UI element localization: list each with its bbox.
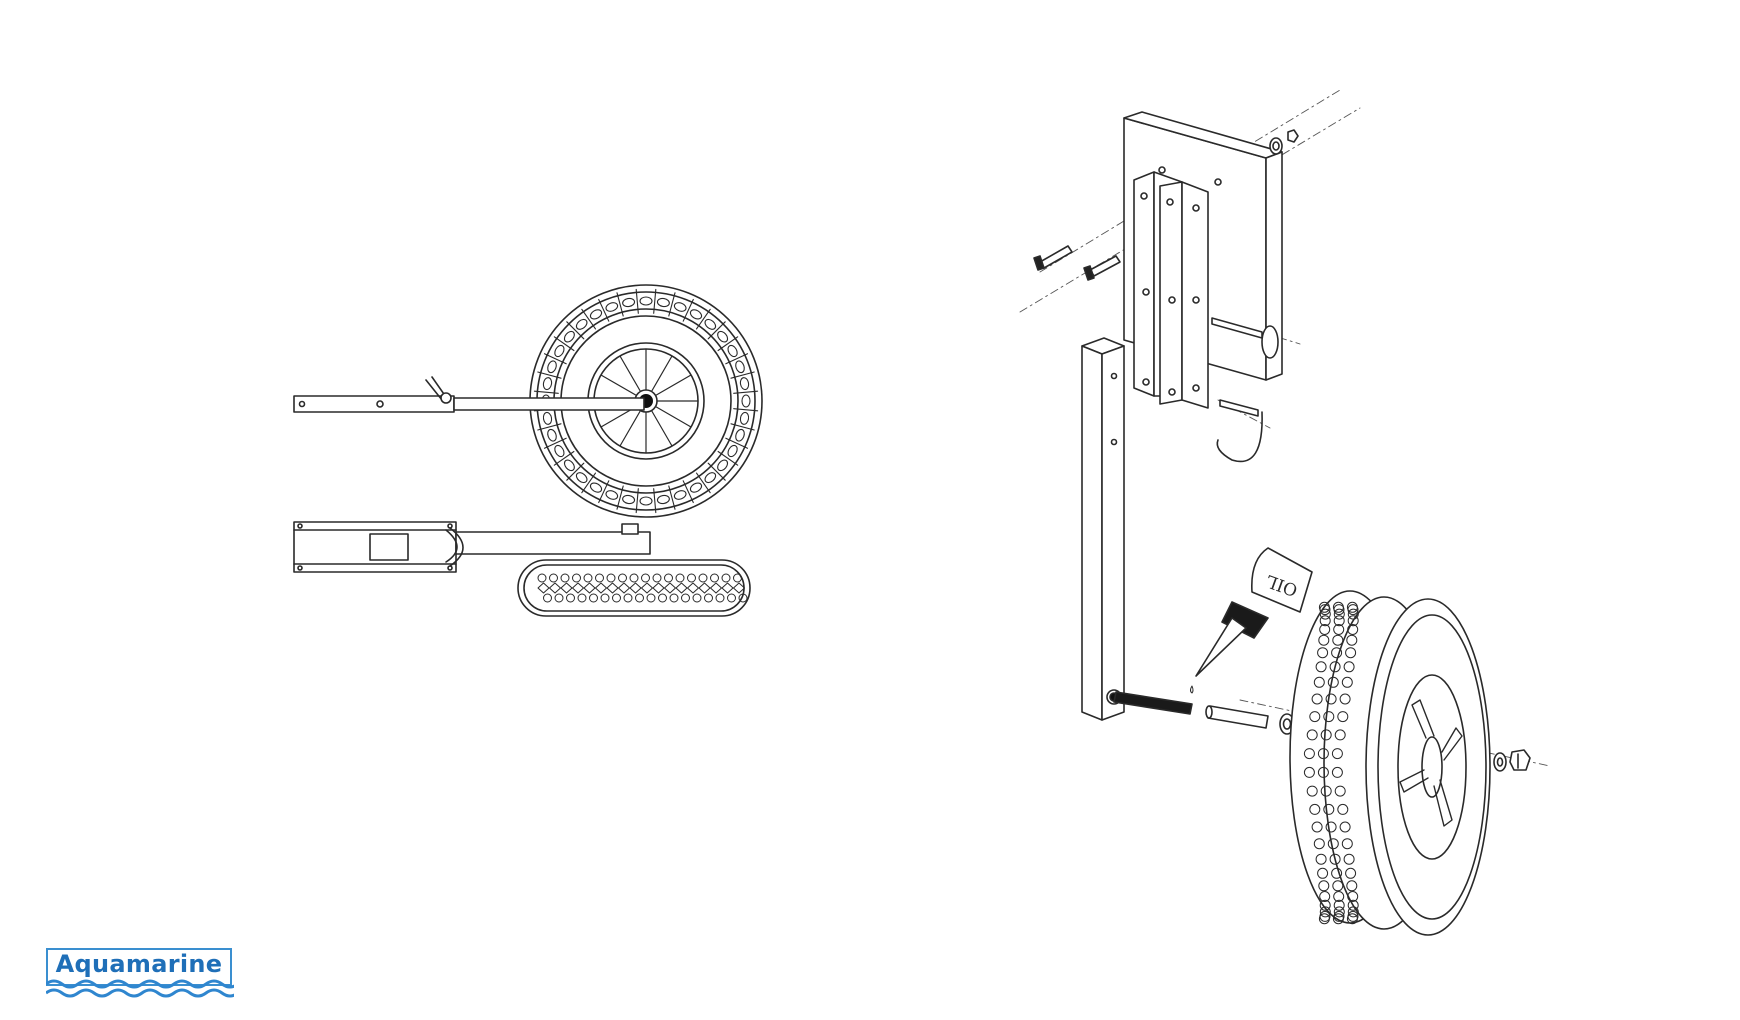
- side-view-wheel-assembly: [293, 284, 763, 518]
- wheel-hub-spokes: [1399, 699, 1463, 827]
- top-view-tire: [517, 559, 751, 617]
- aquamarine-logo: Aquamarine: [46, 948, 234, 1002]
- mounting-bolt-upper: [1033, 245, 1073, 271]
- logo-frame: [46, 948, 232, 986]
- side-view-tire: [529, 284, 763, 518]
- logo-waves: [46, 979, 234, 998]
- logo-text: Aquamarine: [55, 950, 223, 978]
- side-view-arm: [293, 376, 645, 413]
- square-tube-leg: [1081, 337, 1125, 721]
- lock-pin-lower: [1216, 399, 1263, 463]
- perspective-tire-tread: [1303, 601, 1359, 925]
- mounting-bracket: [1133, 166, 1222, 409]
- top-view-arm: [445, 523, 651, 567]
- washer-and-nut: [1269, 129, 1299, 155]
- axle-end-washer-nut: [1493, 749, 1531, 772]
- tire-tread: [533, 288, 759, 514]
- perspective-wheel: [1289, 590, 1491, 936]
- top-view-tread: [537, 573, 748, 603]
- axle-bushing: [1205, 705, 1295, 735]
- top-view-folded-assembly: [293, 521, 751, 617]
- oil-bottle: OIL: [1190, 547, 1313, 694]
- exploded-mounting-view: OIL: [1019, 89, 1551, 936]
- axle-threaded: [1113, 691, 1193, 715]
- mounting-bolt-lower: [1083, 255, 1121, 281]
- top-view-bracket: [293, 521, 457, 573]
- lock-pin-upper: [1211, 317, 1279, 359]
